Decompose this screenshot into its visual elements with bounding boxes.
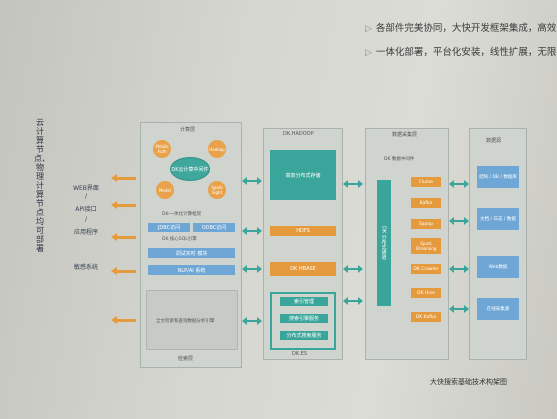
sources-title: 数据源: [486, 138, 502, 144]
circle-2: Hadoop: [208, 140, 226, 158]
hdfs-box: HDFS: [270, 226, 336, 236]
hadoop-core: 高效分布式存储: [270, 150, 336, 200]
nlp-box: NLP/AI 系统: [148, 265, 235, 275]
ingest-item-7: DK Kafka: [411, 312, 441, 322]
compute-hub-sub: DK-一体化计算框架: [162, 212, 202, 217]
es-item-3: 分布式搜索服务: [280, 331, 328, 340]
arrow-out-2: [111, 201, 136, 209]
label-slash-2: /: [84, 216, 88, 223]
ingest-item-4: Spark Streaming: [411, 238, 441, 254]
link-hadoop-ingest-3: [343, 297, 363, 305]
arrow-out-4: [111, 267, 136, 275]
fulltext-label: 全文检索和查询数据分析引擎: [156, 319, 215, 324]
ingest-item-5: DK Crawler: [411, 264, 441, 274]
es-item-1: 索引管理: [280, 297, 328, 306]
odbc-box: ODBC访问: [193, 223, 235, 232]
ingest-item-6: DK Hive: [411, 288, 441, 298]
ingest-item-1: Flume: [411, 177, 441, 187]
bullet-2: ▷一体化部署，平台化安装，线性扩展，无限: [365, 47, 557, 58]
source-item-2: 文档 / 日志 / 数据: [477, 208, 519, 230]
circle-1: Mobile Auth: [153, 140, 171, 158]
link-ingest-source-2: [449, 217, 469, 225]
ingest-item-3: Sqoop: [411, 219, 441, 229]
search-subpanel: [146, 290, 238, 350]
triangle-icon: ▷: [365, 48, 372, 58]
compute-footer: 检索层: [178, 356, 194, 362]
sql-engine-label: DK 核心SQL引擎: [162, 237, 197, 242]
label-api: API接口: [75, 206, 97, 213]
link-ingest-source-3: [449, 265, 469, 273]
link-hadoop-ingest-2: [343, 265, 363, 273]
side-vertical-text: 云计算节点、物理计算节点均可部署: [34, 118, 50, 253]
ingest-subtitle: DK 数据中间件: [384, 157, 415, 162]
link-compute-hadoop-3: [242, 265, 262, 273]
bullet-1: ▷各部件完美协同，大快开发框架集成，高效: [365, 23, 557, 34]
sources-panel: [469, 128, 527, 360]
debug-box: 调试实时 模块: [148, 248, 235, 258]
triangle-icon: ▷: [365, 24, 372, 34]
hadoop-title: DK.HADOOP: [283, 131, 314, 137]
jdbc-box: JDBC访问: [148, 223, 190, 232]
link-compute-hadoop-4: [242, 317, 262, 325]
link-hadoop-ingest-1: [343, 180, 363, 188]
compute-hub: DK云计算中间件: [170, 157, 210, 181]
label-app: 应用程序: [73, 229, 98, 236]
label-slash-1: /: [84, 193, 88, 200]
figure-caption: 大快搜索基础技术构架图: [430, 378, 507, 386]
hbase-box: DK HBASE: [270, 262, 336, 276]
label-web: WEB界面: [73, 185, 99, 192]
arrow-out-5: [111, 316, 136, 324]
source-item-1: 结构 / DB / 数据库: [477, 166, 519, 188]
ingest-title: 数据采集层: [392, 132, 418, 138]
arrow-out-3: [111, 233, 136, 241]
circle-3: Model: [156, 181, 174, 199]
arrow-out-1: [111, 174, 136, 182]
ingest-bar: DK 分布式通道: [377, 180, 391, 306]
link-compute-hadoop-1: [242, 177, 262, 185]
label-sensitive: 敏感系统: [73, 264, 98, 271]
link-compute-hadoop-2: [242, 227, 262, 235]
link-ingest-source-4: [449, 305, 469, 313]
source-item-3: Web数据: [477, 256, 519, 278]
es-frame: [270, 292, 336, 350]
source-item-4: 在线采集源: [477, 298, 519, 320]
es-item-2: 搜索引擎服务: [280, 314, 328, 323]
compute-title: 计算层: [180, 127, 196, 133]
link-ingest-source-1: [449, 180, 469, 188]
es-footer: DK.ES: [292, 351, 308, 357]
ingest-item-2: Kafka: [411, 198, 441, 208]
circle-4: Spark Sight: [208, 181, 226, 199]
